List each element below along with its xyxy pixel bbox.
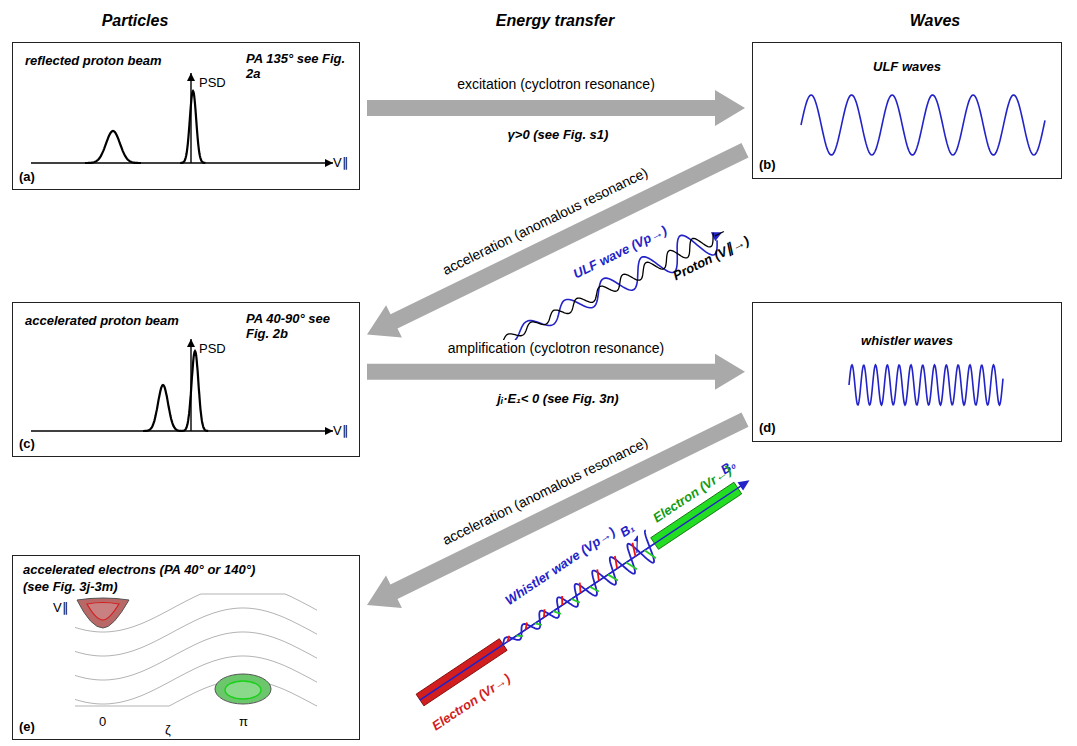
stroke <box>645 547 656 561</box>
panel-text: V∥ <box>333 155 349 170</box>
panel-box: accelerated electrons (PA 40° or 140°) (s… <box>12 555 360 740</box>
stroke <box>143 385 183 431</box>
stroke <box>187 73 195 81</box>
column-heading: Energy transfer <box>496 13 614 28</box>
panel-text: PSD <box>199 341 226 356</box>
stroke <box>571 596 579 605</box>
stroke <box>523 622 530 629</box>
stroke <box>715 231 724 235</box>
panel-text: ULF waves <box>753 59 1061 74</box>
panel-box: ULF waves (b) <box>752 42 1062 179</box>
annotation-label: Proton (V∥→) <box>671 233 752 283</box>
panel-text: accelerated proton beam <box>25 313 179 328</box>
panel-box: accelerated proton beam PA 40-90° see Fig… <box>12 302 360 457</box>
stroke <box>553 608 561 616</box>
panel-text: PA 40-90° see Fig. 2b <box>246 311 356 341</box>
stroke <box>629 536 645 553</box>
transfer-arrow <box>367 354 745 390</box>
panel-text: PSD <box>199 75 226 90</box>
panel-text: π <box>239 714 248 729</box>
stroke <box>517 633 523 639</box>
stroke <box>87 603 119 621</box>
stroke <box>593 569 603 580</box>
panel-text: 0 <box>99 714 106 729</box>
panel-text: (c) <box>19 436 35 451</box>
annotation-label: jᵢ·E₁< 0 (see Fig. 3n) <box>497 391 618 406</box>
stroke <box>187 339 195 347</box>
stroke <box>576 583 585 593</box>
stroke <box>77 598 129 628</box>
column-heading: Particles <box>102 13 169 28</box>
panel-text: (see Fig. 3j-3m) <box>23 579 118 594</box>
edge-label: acceleration (anomalous resonance) <box>437 163 653 279</box>
stroke <box>632 536 640 543</box>
stroke <box>75 656 317 704</box>
stroke <box>180 91 205 163</box>
transfer-arrow <box>367 412 749 608</box>
panel-box: reflected proton beam PA 135° see Fig. 2a… <box>12 42 360 190</box>
stroke <box>325 159 333 167</box>
panel-text: (a) <box>19 169 35 184</box>
stroke <box>325 427 333 435</box>
stroke <box>608 572 618 583</box>
transfer-arrow <box>367 90 745 126</box>
edge-label: excitation (cyclotron resonance) <box>454 76 658 92</box>
panel-text: whistler waves <box>753 333 1061 348</box>
edge-label: amplification (cyclotron resonance) <box>445 340 667 356</box>
stroke <box>801 95 1045 155</box>
stroke <box>540 609 548 617</box>
stroke <box>181 351 208 431</box>
stroke <box>626 560 637 572</box>
panel-text: (d) <box>759 420 776 435</box>
panel-text: ζ <box>165 722 171 737</box>
stroke <box>420 485 743 700</box>
stroke <box>590 584 599 594</box>
stroke <box>225 681 261 699</box>
whistler-electron-illustration <box>411 467 758 713</box>
stroke <box>75 680 317 706</box>
stroke <box>611 556 622 568</box>
annotation-label: γ>0 (see Fig. s1) <box>508 127 609 142</box>
stroke <box>738 476 753 490</box>
panel-box: whistler waves (d) <box>752 302 1062 442</box>
panel-text: V∥ <box>333 423 349 438</box>
panel-text: reflected proton beam <box>25 53 162 68</box>
panel-text: accelerated electrons (PA 40° or 140°) <box>23 562 255 577</box>
panel-plot <box>753 303 1061 441</box>
stroke <box>505 636 511 642</box>
panel-text: PA 135° see Fig. 2a <box>246 51 356 81</box>
stroke <box>75 632 317 680</box>
stroke <box>628 543 639 557</box>
panel-text: (e) <box>19 719 35 734</box>
panel-text: (b) <box>759 157 776 172</box>
stroke <box>849 365 1003 405</box>
panel-text: V∥ <box>53 600 69 615</box>
annotation-label: B₁ <box>617 520 637 540</box>
stroke <box>85 131 141 163</box>
stroke <box>558 596 566 605</box>
stroke <box>420 485 743 700</box>
stroke <box>215 674 271 704</box>
stroke <box>75 594 317 632</box>
column-heading: Waves <box>910 13 960 28</box>
stroke <box>535 621 542 628</box>
